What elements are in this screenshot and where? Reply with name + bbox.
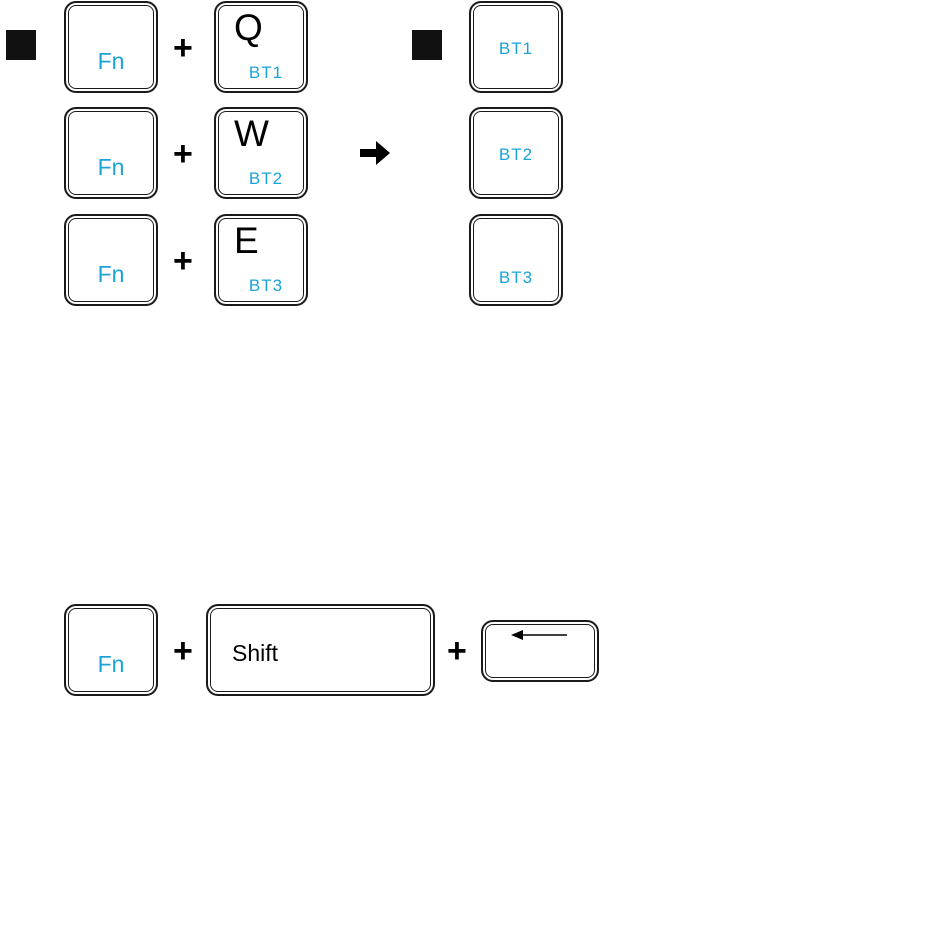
bt2-result-key: BT2 <box>469 107 563 199</box>
backspace-arrow-icon <box>509 628 569 642</box>
w-key-label: W <box>234 115 269 152</box>
fn-key-label: Fn <box>66 261 156 288</box>
plus-sign: + <box>173 31 193 65</box>
plus-sign: + <box>173 137 193 171</box>
e-key-sub-label: BT3 <box>216 276 306 296</box>
fn-key-label: Fn <box>66 154 156 181</box>
fn-key: Fn <box>64 604 158 696</box>
bt1-result-key: BT1 <box>469 1 563 93</box>
fn-key-label: Fn <box>66 48 156 75</box>
w-key-sub-label: BT2 <box>216 169 306 189</box>
e-key-label: E <box>234 222 259 259</box>
fn-key: Fn <box>64 214 158 306</box>
plus-sign: + <box>173 244 193 278</box>
bt3-result-key: BT3 <box>469 214 563 306</box>
plus-sign: + <box>173 634 193 668</box>
q-key-sub-label: BT1 <box>216 63 306 83</box>
w-key: W BT2 <box>214 107 308 199</box>
bt2-result-label: BT2 <box>471 145 561 165</box>
shift-key: Shift <box>206 604 435 696</box>
fn-key: Fn <box>64 107 158 199</box>
square-bullet-icon <box>6 30 36 60</box>
e-key: E BT3 <box>214 214 308 306</box>
shift-key-label: Shift <box>232 640 278 667</box>
fn-key: Fn <box>64 1 158 93</box>
bt1-result-label: BT1 <box>471 39 561 59</box>
backspace-key <box>481 620 599 682</box>
arrow-right-icon <box>358 138 392 168</box>
q-key: Q BT1 <box>214 1 308 93</box>
square-bullet-icon <box>412 30 442 60</box>
fn-key-label: Fn <box>66 651 156 678</box>
q-key-label: Q <box>234 9 263 46</box>
bt3-result-label: BT3 <box>471 268 561 288</box>
plus-sign: + <box>447 634 467 668</box>
